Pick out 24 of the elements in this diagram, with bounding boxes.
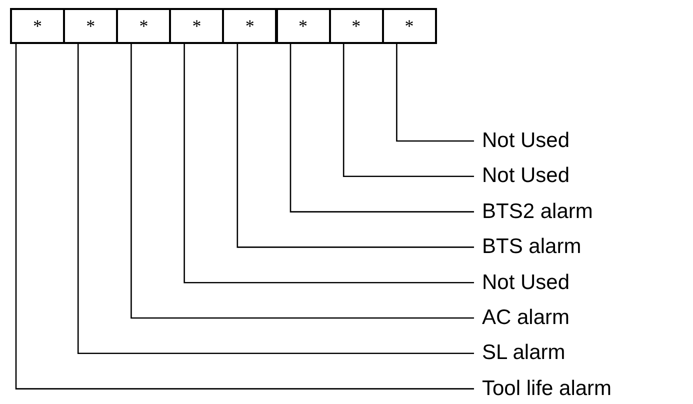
bit-label: Not Used [482, 164, 570, 188]
leader-line [15, 44, 474, 390]
bit-cell: * [276, 8, 330, 44]
bit-label: Not Used [482, 270, 570, 295]
bit-label: SL alarm [482, 341, 566, 366]
leader-line [130, 44, 474, 319]
bit-label: BTS2 alarm [482, 200, 593, 224]
bit-cell: * [328, 8, 384, 44]
bit-label: Not Used [482, 129, 570, 153]
bit-label: Tool life alarm [482, 376, 612, 401]
bit-cell: * [222, 8, 278, 44]
leader-line [342, 44, 474, 178]
bit-cell: * [116, 8, 172, 44]
bit-cell: * [63, 8, 118, 44]
leader-line [396, 44, 474, 142]
bit-label: AC alarm [482, 306, 570, 330]
leader-line [77, 44, 474, 354]
bit-cell: * [10, 8, 65, 44]
bit-label: BTS alarm [482, 235, 582, 260]
leader-line [290, 44, 474, 212]
bit-cell: * [169, 8, 224, 44]
leader-line [184, 44, 474, 284]
bit-cell: * [382, 8, 437, 44]
leader-line [236, 44, 474, 248]
